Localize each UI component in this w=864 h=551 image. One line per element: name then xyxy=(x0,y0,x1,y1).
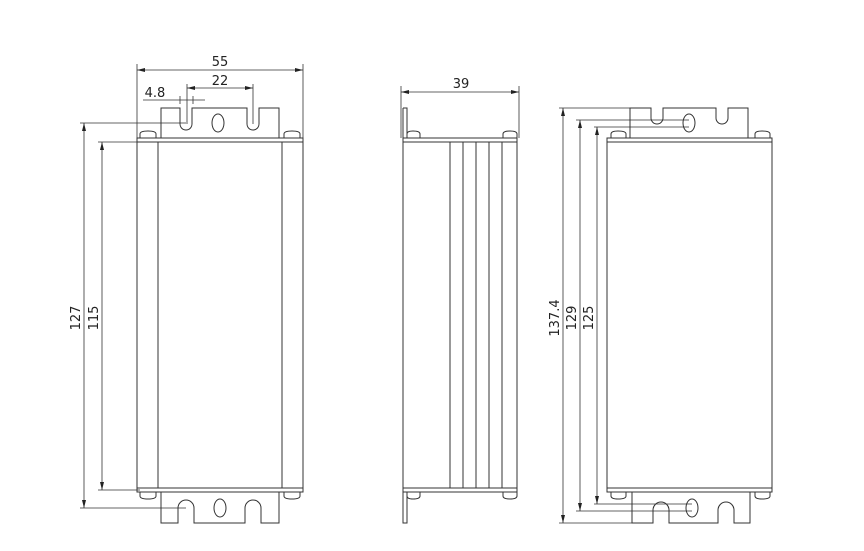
side-view: 39 xyxy=(400,77,520,524)
front-view: 55 22 4.8 127 115 xyxy=(69,55,304,524)
dim-height-125: 125 xyxy=(582,306,597,331)
dim-width-55: 55 xyxy=(212,55,229,70)
dim-slot-spacing-22: 22 xyxy=(212,74,229,89)
dim-height-137-4: 137.4 xyxy=(548,299,563,336)
dim-height-115: 115 xyxy=(87,306,102,331)
rear-view: 137.4 129 125 xyxy=(548,107,773,524)
dim-height-129: 129 xyxy=(565,306,580,331)
dim-slot-width-4-8: 4.8 xyxy=(145,86,166,101)
dim-height-127: 127 xyxy=(69,306,84,331)
dim-depth-39: 39 xyxy=(453,77,470,92)
